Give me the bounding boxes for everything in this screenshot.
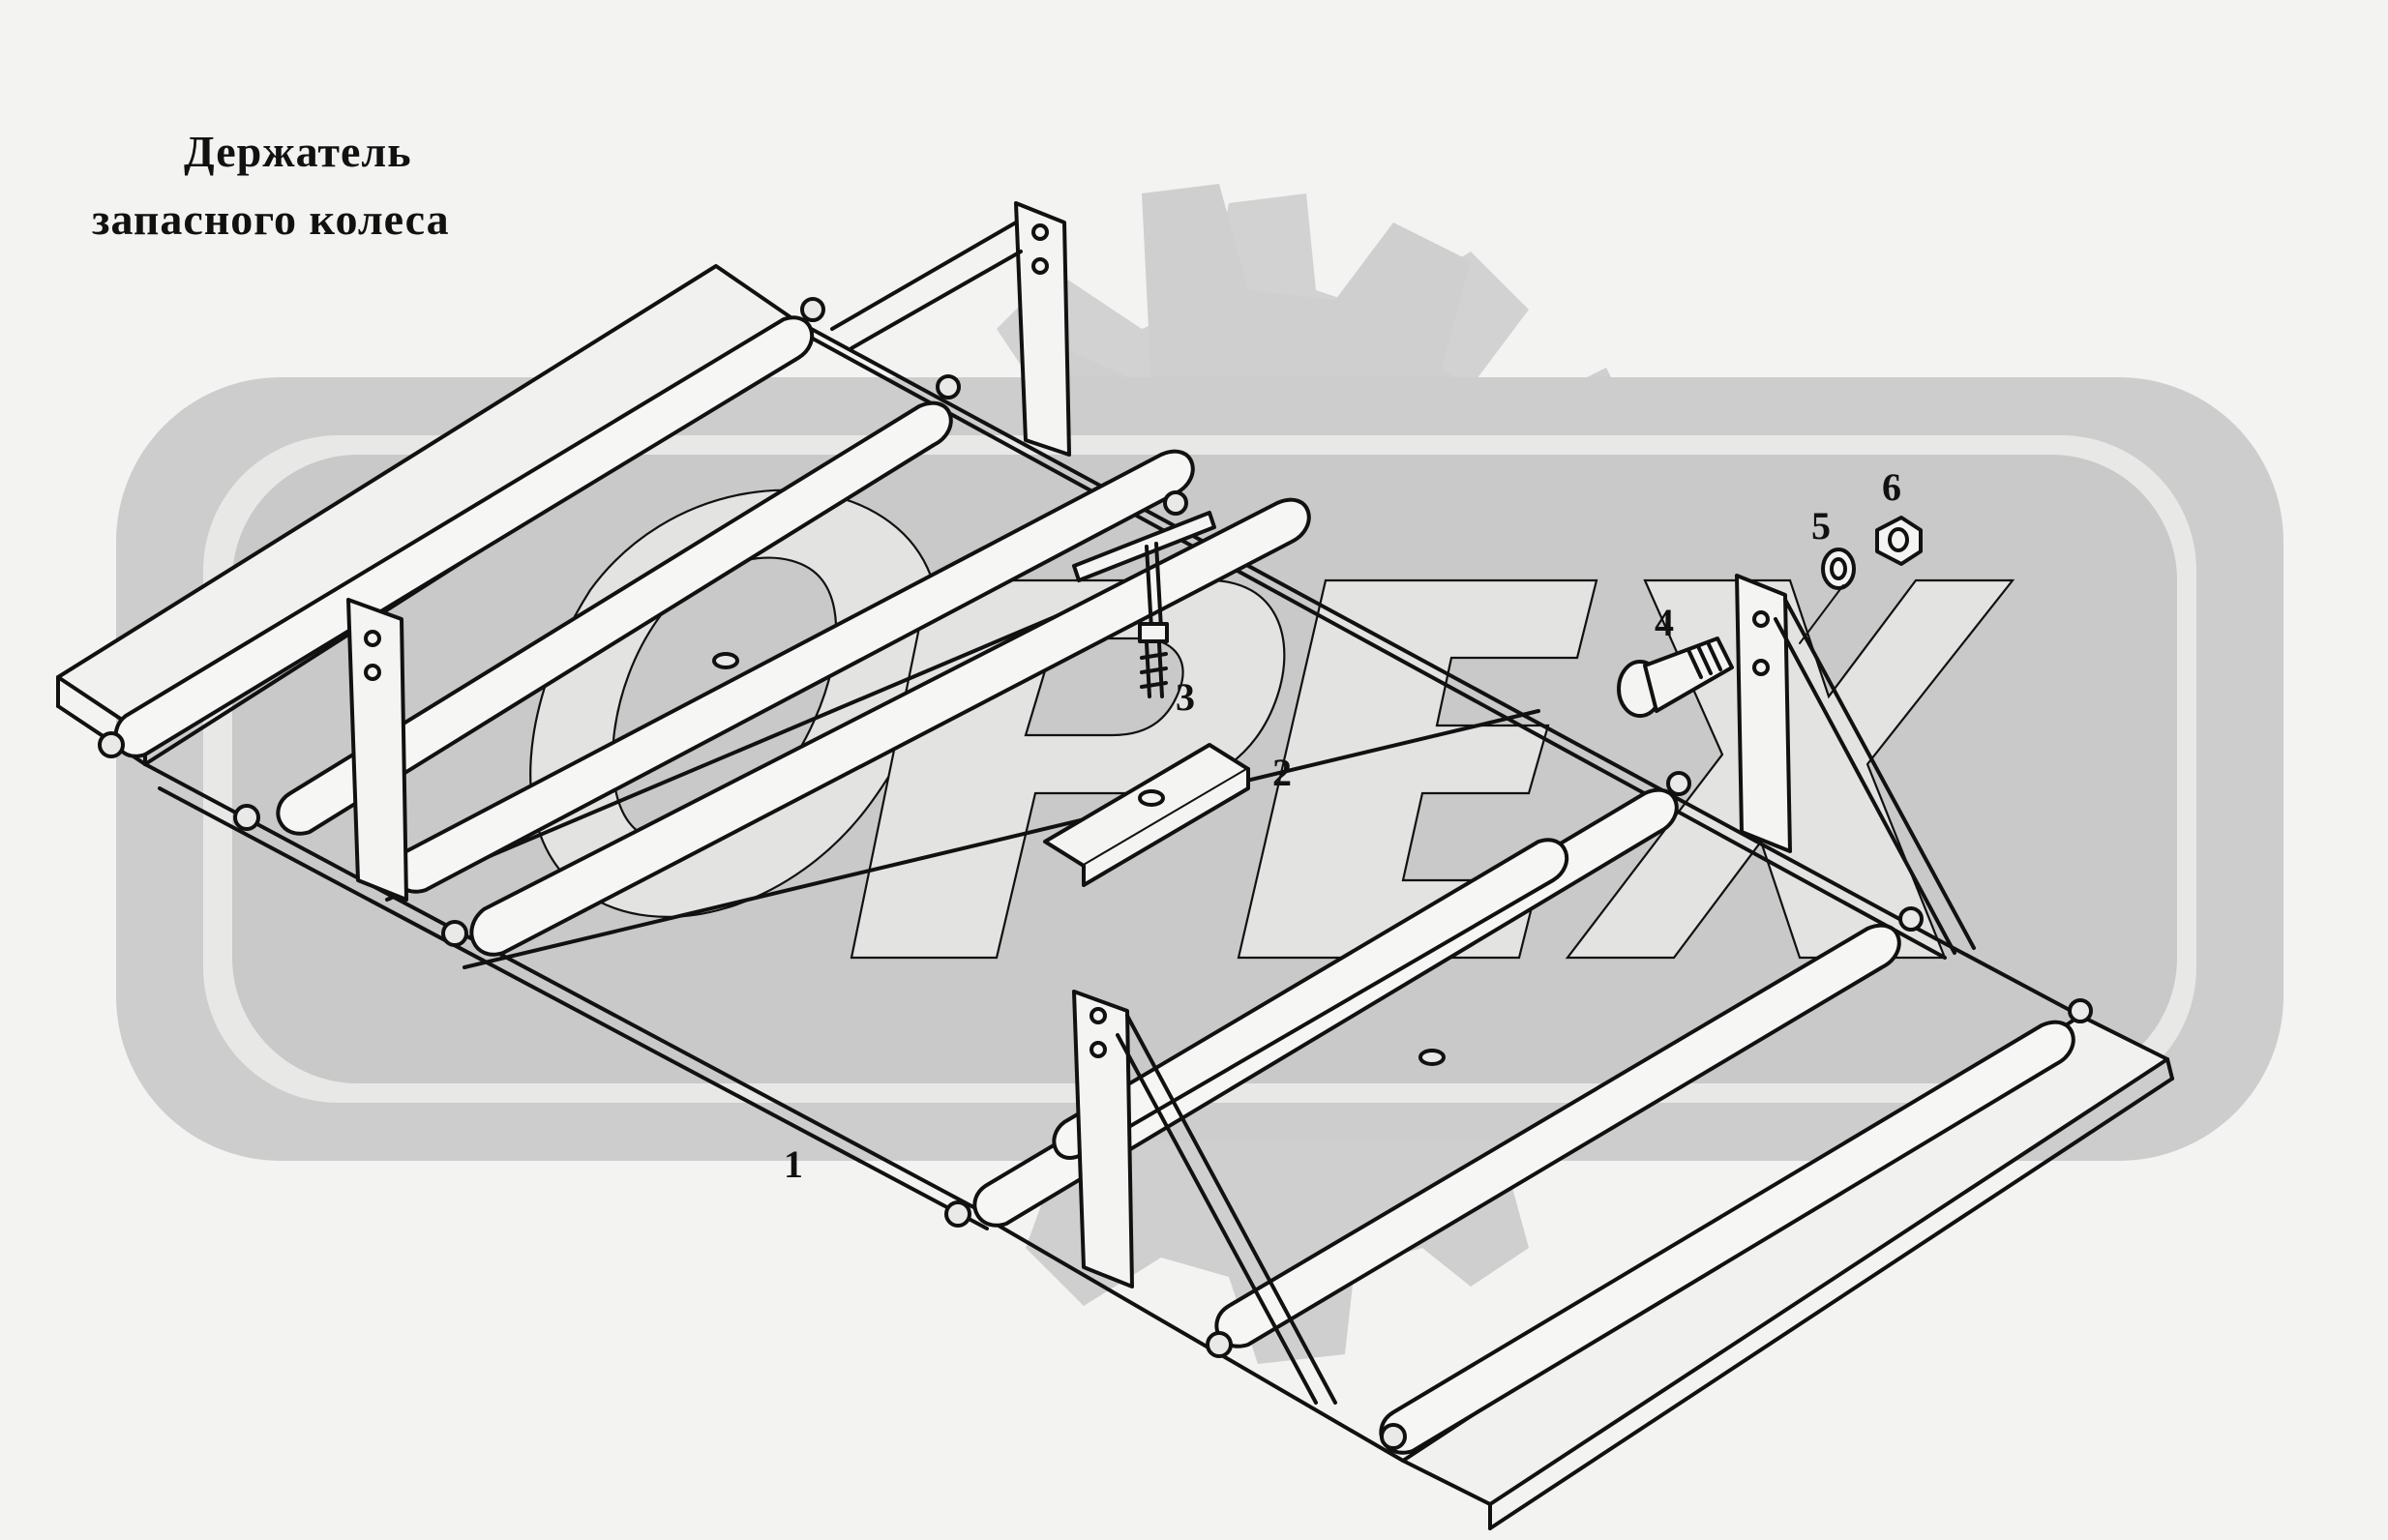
roller: [276, 400, 953, 836]
part-4-bolt: [1617, 637, 1734, 718]
upright-front: [1072, 990, 1134, 1288]
roller: [1052, 838, 1569, 1160]
nut: [1206, 1331, 1233, 1358]
nut: [1380, 1423, 1407, 1450]
callout-5: 5: [1811, 504, 1831, 548]
nut: [1898, 906, 1924, 932]
upright-left: [346, 598, 408, 902]
part-2-clamp-plate: [1043, 743, 1250, 887]
rollers-right: [972, 787, 2075, 1455]
diagram-title-line-2: запасного колеса: [92, 194, 450, 244]
nut: [944, 1200, 971, 1228]
upright-back: [1014, 201, 1071, 457]
nut: [98, 731, 125, 758]
nut: [1163, 490, 1188, 516]
holder-assembly: [56, 201, 2174, 1530]
callout-2: 2: [1272, 751, 1292, 794]
leader-line: [1799, 584, 1844, 644]
roller: [469, 497, 1311, 957]
nut: [233, 804, 260, 831]
part-6-nut: [1875, 516, 1923, 566]
callout-3: 3: [1176, 675, 1195, 719]
upright-right: [1735, 574, 1792, 853]
diagram-title-line-1: Держатель: [184, 127, 412, 176]
rail-front: [143, 762, 979, 1211]
part-5-washer: [1821, 548, 1856, 590]
nut: [441, 920, 468, 947]
callout-1: 1: [784, 1142, 803, 1186]
part-3-clamp-bolt: [1072, 511, 1216, 698]
rollers-left: [113, 315, 1311, 957]
callout-4: 4: [1655, 601, 1674, 644]
nut: [1666, 771, 1691, 796]
watermark-gear-bottom: [1026, 1141, 1529, 1364]
nut: [936, 374, 961, 400]
nut: [800, 297, 825, 322]
nut: [2068, 998, 2093, 1023]
roller: [1214, 923, 1901, 1348]
brace-front: [1125, 1014, 1337, 1405]
brace-right: [1783, 598, 1976, 950]
watermark-letter-e: [1237, 578, 1598, 960]
fasteners: [98, 297, 2093, 1450]
uprights: [346, 201, 1976, 1405]
callout-6: 6: [1882, 465, 1901, 509]
